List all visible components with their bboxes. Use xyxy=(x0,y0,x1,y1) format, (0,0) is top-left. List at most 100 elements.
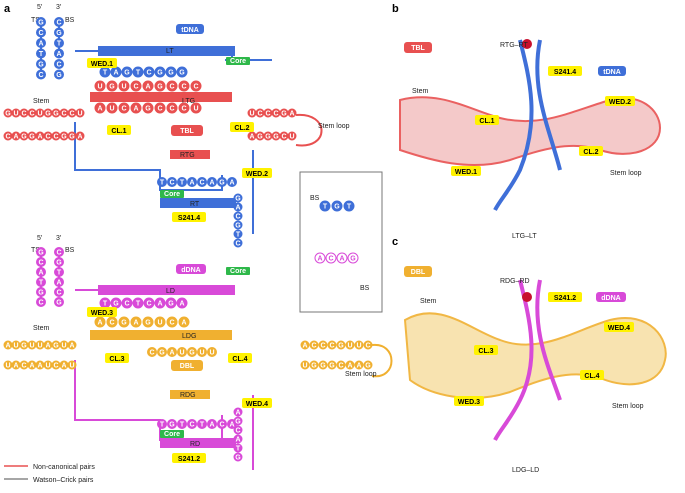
nucleotide-label: U xyxy=(5,363,10,370)
nucleotide-label: A xyxy=(229,422,234,429)
nucleotide-label: T xyxy=(180,180,185,187)
nucleotide-label: U xyxy=(249,111,254,118)
nucleotide-label: C xyxy=(169,320,174,327)
nucleotide-a xyxy=(36,38,46,48)
nucleotide-label: G xyxy=(334,204,340,211)
legend: Non-canonical pairs Watson–Crick pairs xyxy=(4,464,95,484)
nucleotide-c xyxy=(178,80,190,92)
nucleotide-label: C xyxy=(133,84,138,91)
c-cl3-tag: CL.3 xyxy=(474,345,498,355)
nucleotide-label: C xyxy=(21,363,26,370)
nucleotide-g xyxy=(336,340,346,350)
rd-bar xyxy=(160,438,236,448)
nucleotide-label: A xyxy=(179,301,184,308)
nucleotide-a xyxy=(75,131,85,141)
rdg-bar xyxy=(170,390,210,399)
nucleotide-u xyxy=(354,340,364,350)
nucleotide-label: U xyxy=(45,363,50,370)
nucleotide-label: C xyxy=(121,106,126,113)
core-tag-rd: Core xyxy=(160,430,184,438)
nucleotide-label: T xyxy=(347,204,352,211)
tbl-backbone xyxy=(90,92,232,159)
core-atom-b xyxy=(522,39,532,49)
b-wed1-tag: WED.1 xyxy=(451,166,481,176)
nucleotide-label: C xyxy=(38,72,43,79)
nucleotide-label: T xyxy=(57,41,62,48)
nucleotide-label: C xyxy=(56,62,61,69)
c-s2412-tag: S241.2 xyxy=(548,292,582,302)
nucleotide-u xyxy=(190,102,202,114)
nucleotide-label: U xyxy=(77,111,82,118)
nucleotide-t xyxy=(157,177,167,187)
svg-text:S241.4: S241.4 xyxy=(554,69,576,76)
nucleotide-u xyxy=(345,340,355,350)
rdg-label: RDG xyxy=(180,392,196,399)
three-prime-bottom: 3′ xyxy=(56,235,62,242)
nucleotide-label: U xyxy=(13,111,18,118)
nucleotide-label: A xyxy=(235,410,240,417)
nucleotide-label: A xyxy=(189,180,194,187)
nucleotide-g xyxy=(165,66,177,78)
b-stem-loop-label: Stem loop xyxy=(610,170,642,177)
nucleotide-label: U xyxy=(29,343,34,350)
nucleotide-label: U xyxy=(121,84,126,91)
nucleotide-label: T xyxy=(57,270,62,277)
nucleotide-a xyxy=(354,360,364,370)
nucleotide-label: G xyxy=(168,70,174,77)
nucleotide-label: C xyxy=(273,111,278,118)
nucleotide-c xyxy=(121,297,133,309)
nucleotide-label: A xyxy=(229,180,234,187)
nucleotide-label: T xyxy=(236,446,241,453)
nucleotide-label: A xyxy=(45,343,50,350)
nucleotide-label: G xyxy=(179,70,185,77)
nucleotide-label: C xyxy=(365,343,370,350)
nucleotide-label: A xyxy=(317,256,322,263)
stem-label-top: Stem xyxy=(33,98,50,105)
nucleotide-label: A xyxy=(235,437,240,444)
nucleotide-label: U xyxy=(97,84,102,91)
nucleotide-c xyxy=(36,257,46,267)
nucleotide-label: C xyxy=(181,106,186,113)
nucleotide-label: A xyxy=(133,320,138,327)
s2414-tag: S241.4 xyxy=(172,212,206,222)
nucleotide-c xyxy=(166,102,178,114)
nucleotide-label: U xyxy=(157,320,162,327)
nucleotide-t xyxy=(36,277,46,287)
nucleotide-label: G xyxy=(169,422,175,429)
nucleotide-label: G xyxy=(320,363,326,370)
nucleotide-c xyxy=(233,211,243,221)
nucleotide-a xyxy=(233,407,243,417)
nucleotide-c xyxy=(147,347,157,357)
nucleotide-label: C xyxy=(189,422,194,429)
stem-label-bottom: Stem xyxy=(33,325,50,332)
nucleotide-a xyxy=(54,48,64,59)
nucleotide-u xyxy=(118,80,130,92)
nucleotide-label: C xyxy=(193,84,198,91)
nucleotide-label: G xyxy=(109,84,115,91)
nucleotide-c xyxy=(217,419,227,429)
nucleotide-g xyxy=(118,316,130,328)
nucleotide-t xyxy=(132,297,144,309)
nucleotide-label: G xyxy=(53,343,59,350)
svg-text:WED.4: WED.4 xyxy=(246,401,268,408)
nucleotide-label: A xyxy=(38,41,43,48)
nucleotide-label: C xyxy=(311,343,316,350)
tbl-tag: TBL xyxy=(171,125,203,136)
nucleotide-t xyxy=(233,443,243,453)
nucleotide-label: U xyxy=(37,111,42,118)
ts-label-bottom: TS xyxy=(31,247,40,254)
nucleotide-label: G xyxy=(38,250,44,257)
b-wed2-tag: WED.2 xyxy=(605,96,635,106)
nucleotide-g xyxy=(309,360,319,370)
nucleotide-a xyxy=(314,252,326,264)
nucleotide-label: A xyxy=(13,363,18,370)
svg-text:Core: Core xyxy=(230,58,246,65)
nucleotide-label: T xyxy=(136,70,141,77)
